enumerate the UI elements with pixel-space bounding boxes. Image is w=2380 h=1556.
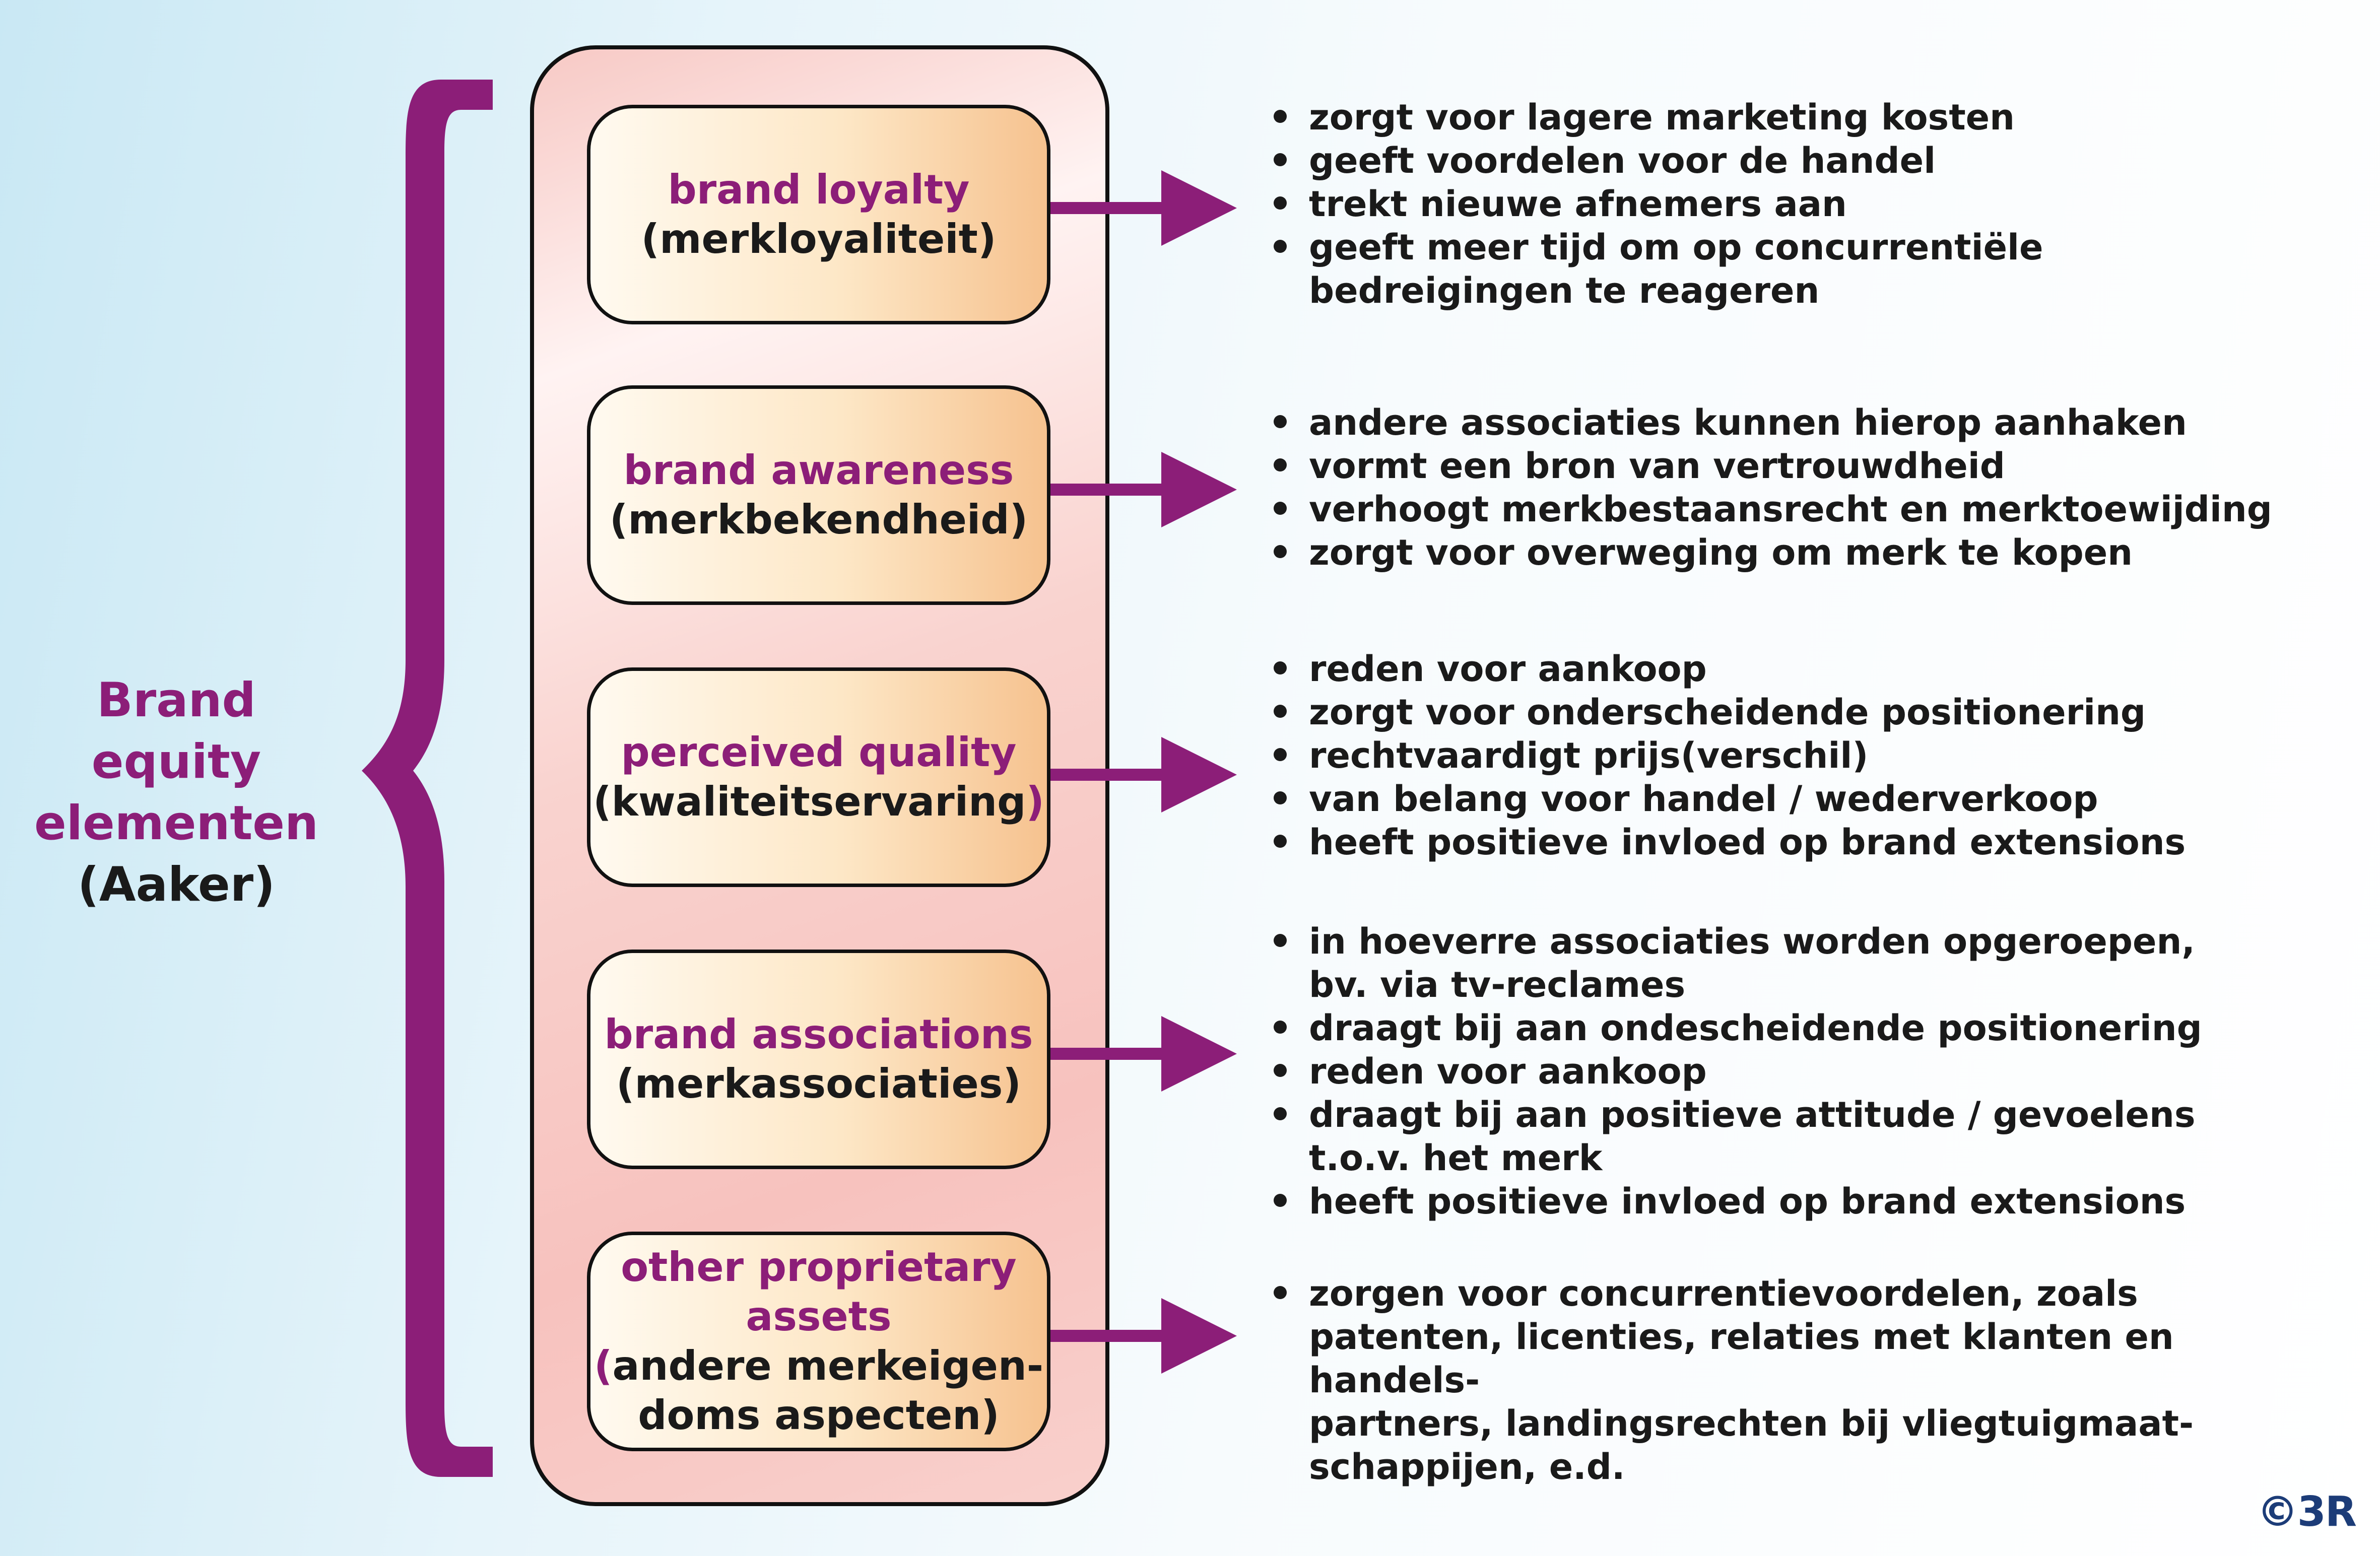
bullet-text: andere associaties kunnen hierop aanhake… — [1309, 402, 2187, 443]
element-dutch-label: (kwaliteitservaring) — [593, 777, 1044, 827]
list-item: heeft positieve invloed op brand extensi… — [1270, 1180, 2353, 1223]
copyright-logo: ©3R — [2257, 1488, 2357, 1536]
bullet-text: geeft meer tijd om op concurrentiële — [1309, 227, 2043, 268]
bullet-text: reden voor aankoop — [1309, 648, 1707, 690]
list-item: reden voor aankoop — [1270, 1050, 2353, 1093]
paren-open: ( — [593, 778, 612, 825]
bullet-text: zorgen voor concurrentievoordelen, zoals — [1309, 1273, 2138, 1314]
bullet-text: zorgt voor lagere marketing kosten — [1309, 97, 2015, 138]
bullet-text-cont: patenten, licenties, relaties met klante… — [1309, 1316, 2174, 1401]
list-item: geeft voordelen voor de handel — [1270, 139, 2353, 182]
element-english-label-2: assets — [746, 1293, 892, 1340]
bullet-text-cont: bedreigingen te reageren — [1309, 270, 1820, 311]
bullet-text: zorgt voor onderscheidende positionering — [1309, 692, 2146, 733]
list-item: vormt een bron van vertrouwdheid — [1270, 444, 2353, 488]
bullet-text-cont: schappijen, e.d. — [1309, 1446, 1625, 1487]
bullet-text: zorgt voor overweging om merk te kopen — [1309, 532, 2133, 573]
element-box-other-assets: other proprietary assets (andere merkeig… — [587, 1232, 1050, 1451]
element-english-label: brand loyalty — [668, 166, 970, 213]
list-item: zorgt voor onderscheidende positionering — [1270, 691, 2353, 734]
element-dutch-label: (merkbekendheid) — [609, 496, 1028, 543]
element-box-brand-associations: brand associations (merkassociaties) — [587, 950, 1050, 1169]
bullet-text: in hoeverre associaties worden opgeroepe… — [1309, 921, 2195, 962]
list-item: draagt bij aan positieve attitude / gevo… — [1270, 1093, 2353, 1180]
element-dutch-label: (merkassociaties) — [616, 1060, 1021, 1107]
bullet-text: heeft positieve invloed op brand extensi… — [1309, 1181, 2186, 1222]
list-item: rechtvaardigt prijs(verschil) — [1270, 734, 2353, 777]
bullet-list-perceived-quality: reden voor aankoop zorgt voor onderschei… — [1270, 647, 2353, 864]
list-item: verhoogt merkbestaansrecht en merktoewij… — [1270, 488, 2353, 531]
bullet-list-brand-associations: in hoeverre associaties worden opgeroepe… — [1270, 920, 2353, 1223]
list-item: zorgt voor overweging om merk te kopen — [1270, 531, 2353, 574]
bullet-text: draagt bij aan positieve attitude / gevo… — [1309, 1094, 2196, 1135]
paren-close: ) — [1026, 778, 1044, 825]
title-line-1: Brand — [97, 673, 256, 728]
title-line-3: elementen — [34, 796, 318, 851]
element-box-perceived-quality: perceived quality (kwaliteitservaring) — [587, 667, 1050, 887]
bullet-text: vormt een bron van vertrouwdheid — [1309, 445, 2005, 487]
bullet-list-brand-awareness: andere associaties kunnen hierop aanhake… — [1270, 401, 2353, 574]
title-author: (Aaker) — [77, 857, 276, 912]
brand-equity-title: Brand equity elementen (Aaker) — [15, 670, 338, 916]
bullet-list-other-assets: zorgen voor concurrentievoordelen, zoals… — [1270, 1272, 2353, 1489]
bullet-text-cont: t.o.v. het merk — [1309, 1137, 1603, 1179]
bullet-text: reden voor aankoop — [1309, 1051, 1707, 1092]
list-item: heeft positieve invloed op brand extensi… — [1270, 821, 2353, 864]
element-dutch-label-2: doms aspecten) — [638, 1392, 1000, 1439]
arrow-right-icon — [1050, 1016, 1237, 1092]
element-english-label-1: other proprietary — [621, 1244, 1017, 1291]
bullet-text-cont: partners, landingsrechten bij vliegtuigm… — [1309, 1403, 2194, 1444]
bullet-text: rechtvaardigt prijs(verschil) — [1309, 735, 1869, 776]
bullet-text: trekt nieuwe afnemers aan — [1309, 183, 1847, 225]
bullet-text: van belang voor handel / wederverkoop — [1309, 778, 2098, 820]
bullet-text-cont: bv. via tv-reclames — [1309, 964, 1686, 1005]
arrow-right-icon — [1050, 452, 1237, 527]
list-item: zorgen voor concurrentievoordelen, zoals… — [1270, 1272, 2353, 1489]
paren-open: ( — [593, 1342, 613, 1389]
dutch-text: kwaliteitservaring — [611, 778, 1026, 825]
bullet-list-brand-loyalty: zorgt voor lagere marketing kosten geeft… — [1270, 96, 2353, 312]
element-english-label: brand associations — [604, 1011, 1033, 1058]
arrow-right-icon — [1050, 1298, 1237, 1374]
curly-brace-icon — [362, 80, 493, 1477]
bullet-text: heeft positieve invloed op brand extensi… — [1309, 822, 2186, 863]
bullet-text: geeft voordelen voor de handel — [1309, 140, 1936, 181]
element-box-brand-awareness: brand awareness (merkbekendheid) — [587, 385, 1050, 605]
arrow-right-icon — [1050, 737, 1237, 813]
arrow-right-icon — [1050, 170, 1237, 246]
element-english-label: brand awareness — [623, 447, 1014, 494]
bullet-text: draagt bij aan ondescheidende positioner… — [1309, 1007, 2202, 1049]
list-item: andere associaties kunnen hierop aanhake… — [1270, 401, 2353, 444]
list-item: in hoeverre associaties worden opgeroepe… — [1270, 920, 2353, 1006]
list-item: reden voor aankoop — [1270, 647, 2353, 691]
title-line-2: equity — [91, 734, 261, 789]
list-item: draagt bij aan ondescheidende positioner… — [1270, 1006, 2353, 1050]
list-item: trekt nieuwe afnemers aan — [1270, 182, 2353, 226]
dutch-text: andere merkeigen- — [612, 1342, 1044, 1389]
element-dutch-label: (merkloyaliteit) — [641, 216, 997, 262]
element-english-label: perceived quality — [621, 729, 1017, 776]
bullet-text: verhoogt merkbestaansrecht en merktoewij… — [1309, 489, 2272, 530]
list-item: van belang voor handel / wederverkoop — [1270, 777, 2353, 821]
element-dutch-label-1: (andere merkeigen- — [594, 1341, 1043, 1391]
list-item: zorgt voor lagere marketing kosten — [1270, 96, 2353, 139]
element-box-brand-loyalty: brand loyalty (merkloyaliteit) — [587, 105, 1050, 324]
